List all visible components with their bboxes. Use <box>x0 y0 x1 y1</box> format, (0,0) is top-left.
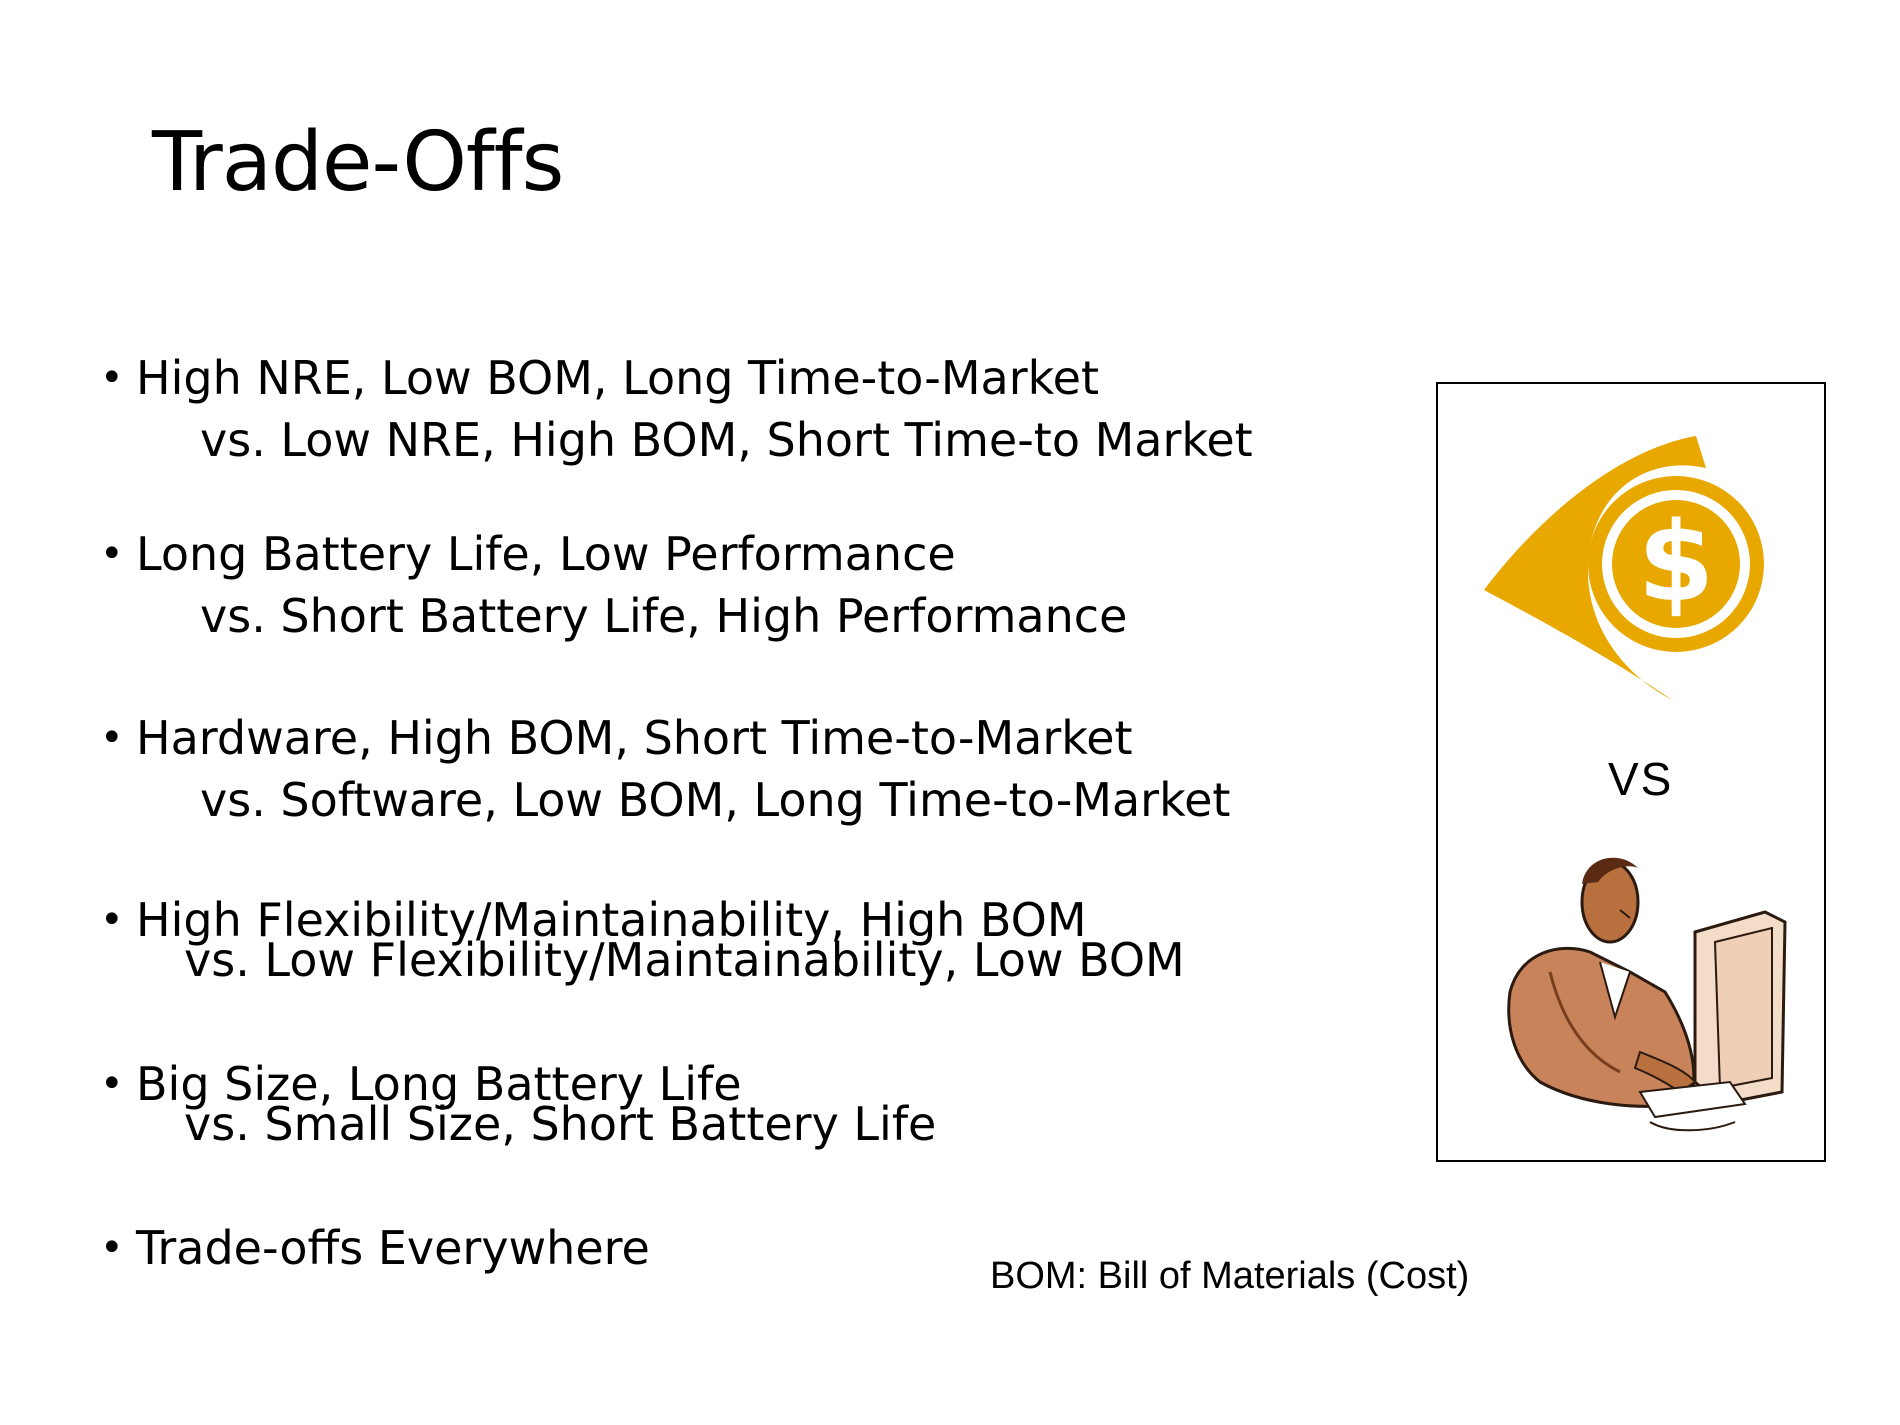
footnote: BOM: Bill of Materials (Cost) <box>990 1255 1470 1297</box>
slide-title: Trade-Offs <box>152 115 564 210</box>
bullet-marker: • <box>100 1061 124 1107</box>
clipart-frame: $ VS <box>1436 382 1826 1162</box>
bullet-sub-text: vs. Small Size, Short Battery Life <box>184 1097 937 1151</box>
svg-text:$: $ <box>1638 498 1715 626</box>
bullet-main-text: Trade-offs Everywhere <box>136 1221 650 1275</box>
bullet-marker: • <box>100 1225 124 1271</box>
bullet-main-text: High NRE, Low BOM, Long Time-to-Market <box>136 351 1099 405</box>
bullet-sub-text: vs. Low NRE, High BOM, Short Time-to Mar… <box>200 413 1253 467</box>
bullet-main-text: Big Size, Long Battery Life <box>136 1057 742 1111</box>
person-at-computer-icon <box>1507 857 1787 1132</box>
dollar-coin-icon: $ <box>1484 436 1764 700</box>
bullet-main-text: High Flexibility/Maintainability, High B… <box>136 893 1087 947</box>
vs-label: VS <box>1608 753 1674 805</box>
bullet-main-text: Long Battery Life, Low Performance <box>136 527 956 581</box>
bullet-main-text: Hardware, High BOM, Short Time-to-Market <box>136 711 1133 765</box>
bullet-marker: • <box>100 897 124 943</box>
bullet-marker: • <box>100 531 124 577</box>
bullet-sub-text: vs. Software, Low BOM, Long Time-to-Mark… <box>200 773 1231 827</box>
bullet-sub-text: vs. Low Flexibility/Maintainability, Low… <box>184 933 1185 987</box>
bullet-sub-text: vs. Short Battery Life, High Performance <box>200 589 1128 643</box>
bullet-marker: • <box>100 715 124 761</box>
bullet-marker: • <box>100 355 124 401</box>
